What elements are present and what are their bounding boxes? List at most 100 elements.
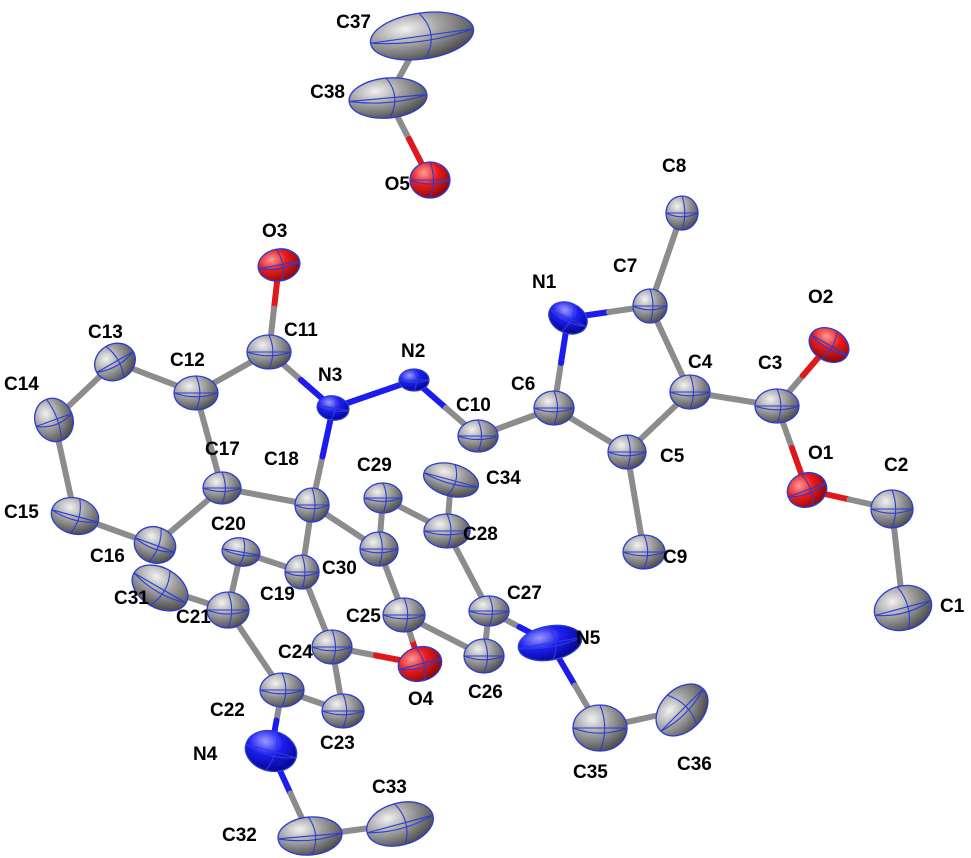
atom-label-c31: C31 <box>114 588 149 609</box>
atom-c15 <box>50 496 100 536</box>
atom-c17 <box>202 471 242 505</box>
atom-c38 <box>348 77 428 119</box>
atom-label-c24: C24 <box>278 642 313 663</box>
atom-label-c20: C20 <box>211 514 246 535</box>
atom-label-c35: C35 <box>573 762 608 783</box>
atom-label-c12: C12 <box>170 350 205 371</box>
atom-label-c4: C4 <box>688 352 713 373</box>
atom-o4 <box>397 645 443 683</box>
atom-c35 <box>572 704 628 752</box>
atom-c16 <box>133 525 177 565</box>
atom-n5 <box>517 624 583 662</box>
atom-c24 <box>311 629 353 665</box>
atom-label-c28: C28 <box>463 524 498 545</box>
atom-c25 <box>382 597 426 633</box>
atom-n4 <box>244 729 298 773</box>
atom-label-c15: C15 <box>4 502 39 523</box>
atom-c14 <box>33 397 75 443</box>
atom-o3 <box>257 248 301 282</box>
atom-c30 <box>359 531 399 567</box>
atom-label-o1: O1 <box>808 443 834 464</box>
atom-label-c22: C22 <box>210 700 245 721</box>
atom-c18 <box>294 487 330 523</box>
atom-o2 <box>808 326 850 364</box>
atom-label-c8: C8 <box>662 156 686 177</box>
atom-o1 <box>786 471 828 509</box>
atom-label-n3: N3 <box>318 365 342 386</box>
atom-label-c25: C25 <box>346 606 381 627</box>
atom-n2 <box>398 368 430 392</box>
atom-label-c9: C9 <box>663 547 687 568</box>
atom-c5 <box>607 434 647 470</box>
atom-c2 <box>870 489 914 529</box>
atom-label-c7: C7 <box>613 256 637 277</box>
atom-c36 <box>655 683 709 737</box>
atom-label-c32: C32 <box>222 825 257 846</box>
atom-c3 <box>754 388 800 424</box>
atom-label-o3: O3 <box>262 221 287 242</box>
atom-c4 <box>669 374 711 410</box>
atom-c1 <box>873 584 933 632</box>
atom-c12 <box>173 375 219 411</box>
atoms-layer <box>33 11 933 856</box>
atom-label-c18: C18 <box>264 449 299 470</box>
atom-label-c2: C2 <box>884 455 908 476</box>
atom-label-c38: C38 <box>310 82 345 103</box>
atom-label-c5: C5 <box>660 446 685 467</box>
atom-label-n4: N4 <box>193 744 218 765</box>
atom-c13 <box>94 342 136 382</box>
atom-label-c29: C29 <box>357 455 392 476</box>
atom-label-c27: C27 <box>507 583 542 604</box>
atom-label-c30: C30 <box>322 558 357 579</box>
atom-n1 <box>548 301 588 335</box>
atom-label-c21: C21 <box>176 607 211 628</box>
atom-c23 <box>321 693 365 729</box>
atom-c26 <box>463 638 505 674</box>
atom-label-c6: C6 <box>511 374 535 395</box>
atom-label-c14: C14 <box>4 374 39 395</box>
atom-c31 <box>131 564 189 612</box>
atom-label-c16: C16 <box>90 546 125 567</box>
atom-label-c37: C37 <box>336 12 371 33</box>
atom-c7 <box>632 288 668 324</box>
atom-label-c13: C13 <box>88 322 123 343</box>
atom-label-c26: C26 <box>468 682 503 703</box>
atom-label-n5: N5 <box>576 628 601 649</box>
atom-label-n1: N1 <box>532 272 557 293</box>
atom-c11 <box>246 334 292 370</box>
atom-c22 <box>259 672 305 708</box>
atom-c21 <box>206 591 250 629</box>
atom-c8 <box>665 195 699 231</box>
atom-c10 <box>457 419 499 453</box>
atom-label-c19: C19 <box>260 584 295 605</box>
atom-label-c36: C36 <box>677 754 712 775</box>
atom-c9 <box>622 534 666 570</box>
atom-c33 <box>366 801 434 847</box>
atom-label-n2: N2 <box>401 341 425 362</box>
atom-label-o4: O4 <box>408 689 434 710</box>
atom-label-c1: C1 <box>940 596 965 617</box>
atom-n3 <box>316 395 350 421</box>
atom-label-c17: C17 <box>205 439 240 460</box>
atom-c6 <box>533 390 575 426</box>
atom-c37 <box>369 11 475 61</box>
atom-label-c23: C23 <box>320 733 355 754</box>
atom-c20 <box>221 537 261 567</box>
atom-c28 <box>423 513 471 549</box>
atom-label-c33: C33 <box>372 777 407 798</box>
atom-c29 <box>363 482 403 514</box>
atom-c27 <box>468 595 510 627</box>
atom-o5 <box>409 161 451 199</box>
atom-c19 <box>284 554 320 590</box>
atom-label-o5: O5 <box>385 174 411 195</box>
atom-label-o2: O2 <box>808 287 833 308</box>
atom-label-c3: C3 <box>758 353 782 374</box>
atom-label-c10: C10 <box>456 395 491 416</box>
atom-label-c11: C11 <box>284 320 318 341</box>
atom-c32 <box>277 816 343 856</box>
atom-c34 <box>422 462 480 498</box>
atom-label-c34: C34 <box>486 468 521 489</box>
